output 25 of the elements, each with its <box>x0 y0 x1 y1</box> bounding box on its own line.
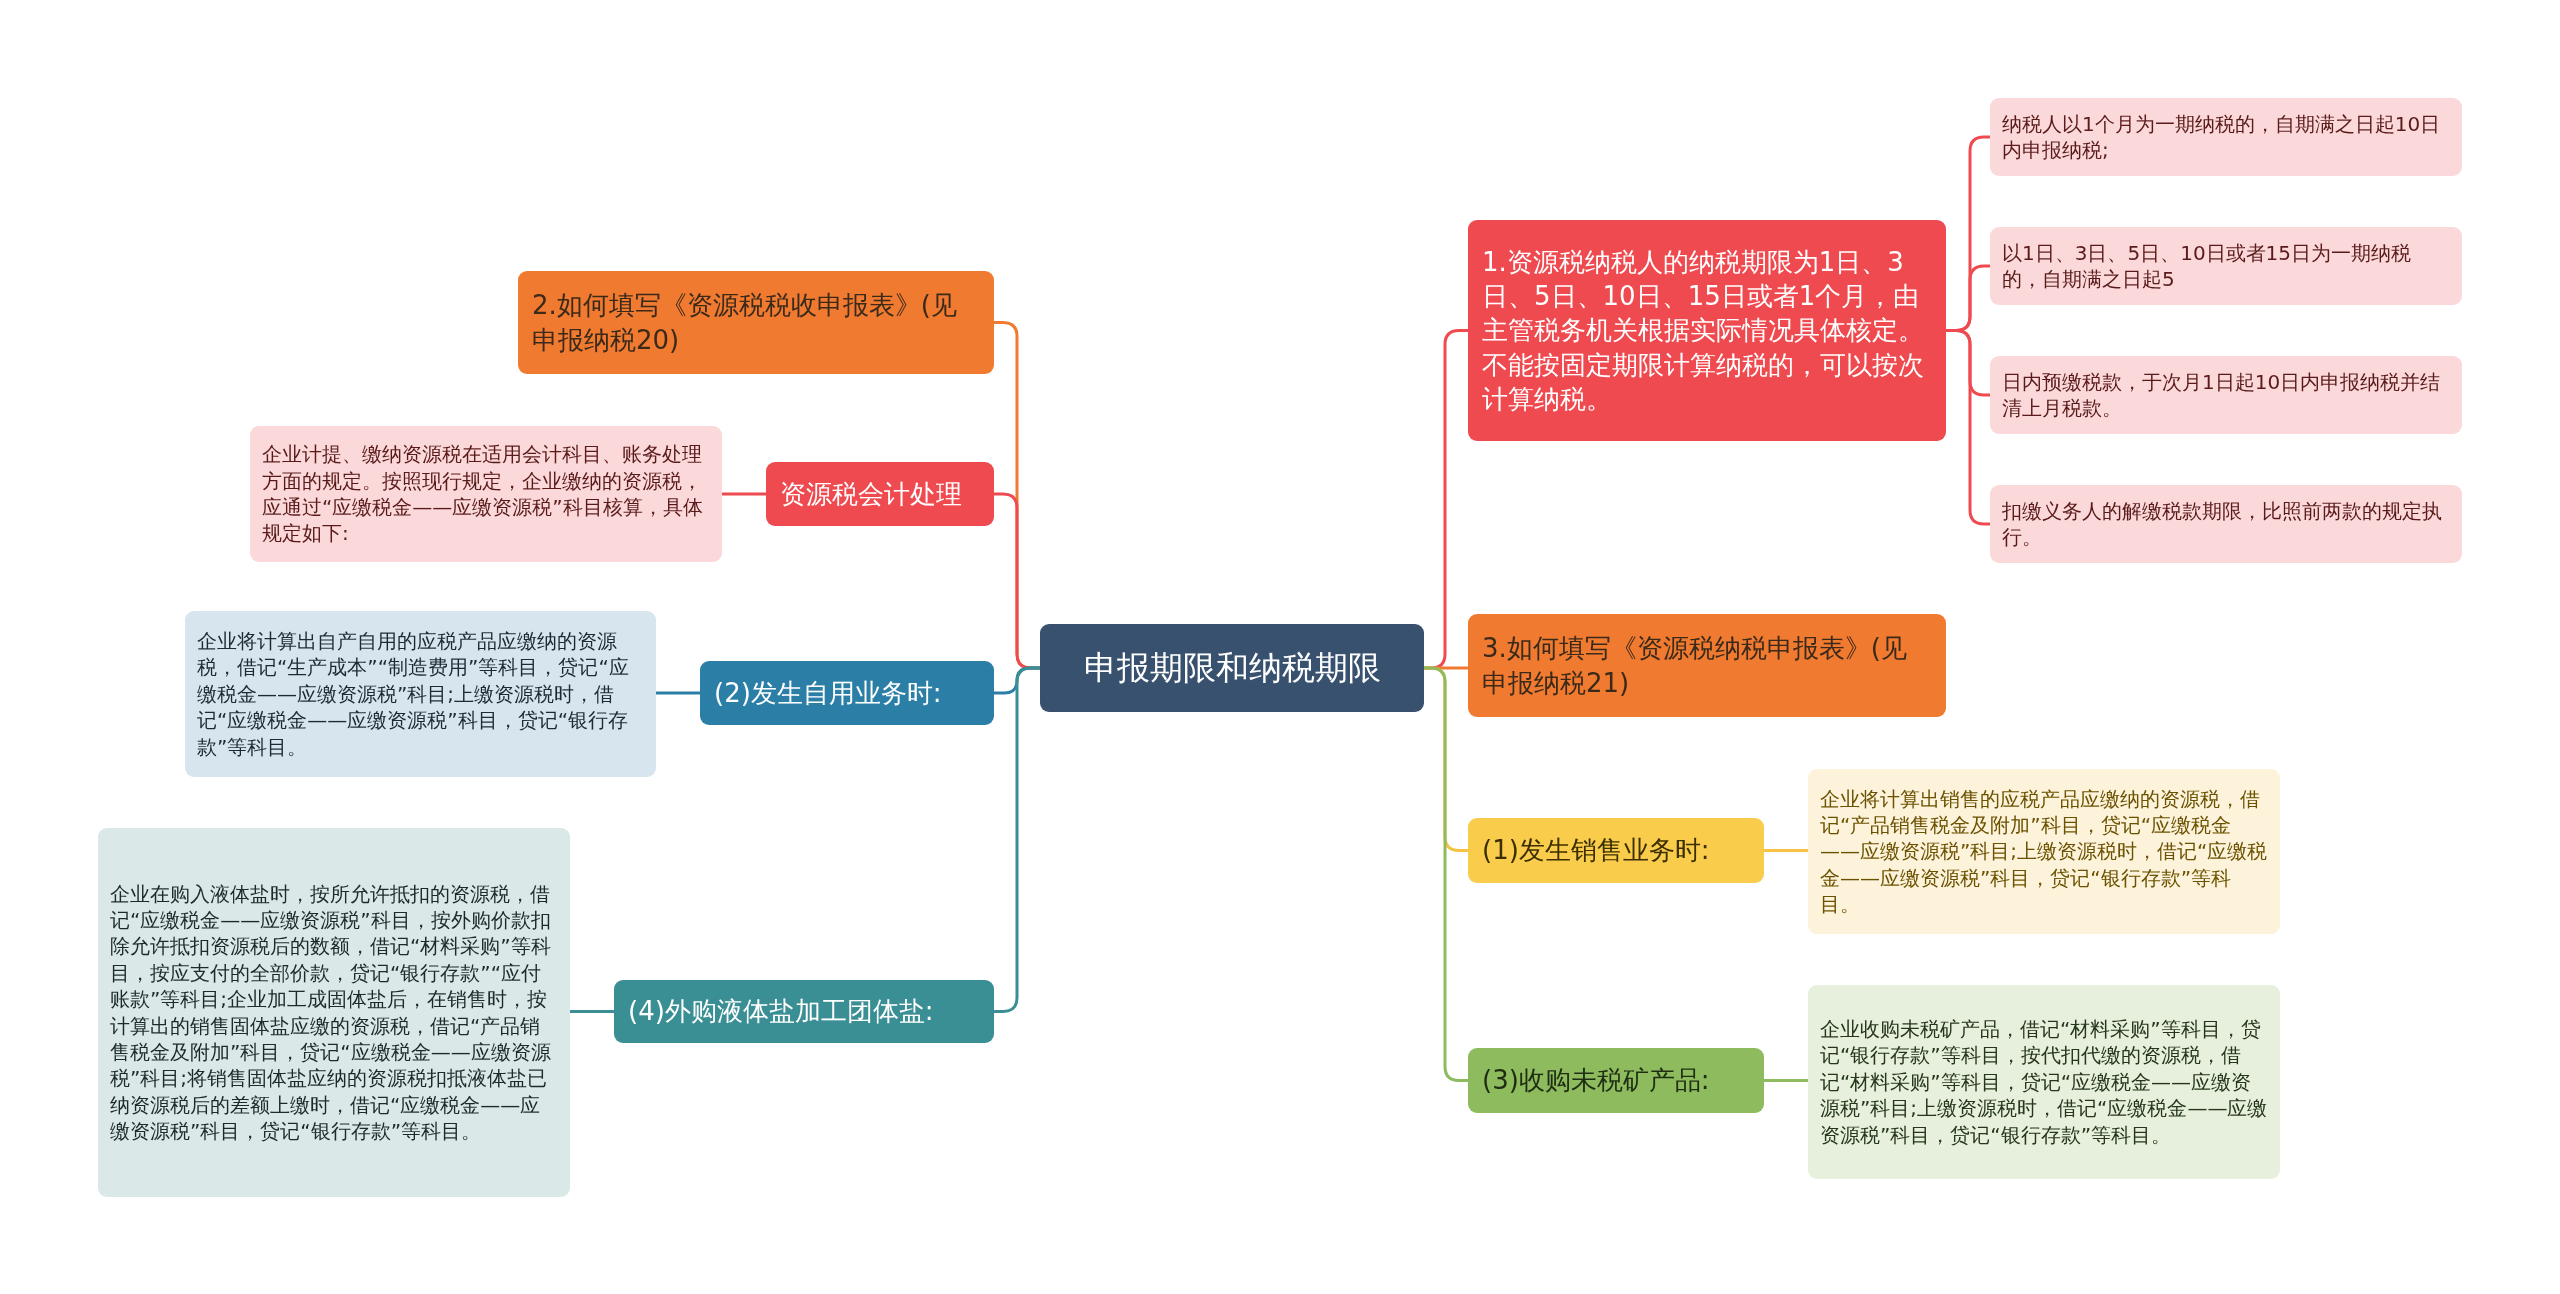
topic-box: (3)收购未税矿产品: <box>1468 1048 1764 1113</box>
note-box: 企业在购入液体盐时，按所允许抵扣的资源税，借记“应缴税金——应缴资源税”科目，按外购价款扣除允许抵扣资源税后的数额，借记“材料采购”等科目，按应支付的全部价款，贷记“银行存款”“应付账款”等科目;企业加工成固体盐后，在销售时，按计算出的销售固体盐应缴的资源税，借记“产品销售税金及附加”科目，贷记“应缴税金——应缴资源税”科目;将销售固体盐应纳的资源税扣抵液体盐已纳资源税后的差额上缴时，借记“应缴税金——应缴资源税”科目，贷记“银行存款”等科目。 <box>98 828 570 1197</box>
connector-line <box>994 666 1040 1013</box>
note-box: 以1日、3日、5日、10日或者15日为一期纳税的，自期满之日起5 <box>1990 227 2462 305</box>
topic-box: (1)发生销售业务时: <box>1468 818 1764 883</box>
note-box: 纳税人以1个月为一期纳税的，自期满之日起10日内申报纳税; <box>1990 98 2462 176</box>
connector-line <box>570 1010 614 1013</box>
note-box: 企业将计算出销售的应税产品应缴纳的资源税，借记“产品销售税金及附加”科目，贷记“应缴税金——应缴资源税”科目;上缴资源税时，借记“应缴税金——应缴资源税”科目，贷记“银行存款”等科目。 <box>1808 769 2280 934</box>
connector-line <box>1424 666 1468 1082</box>
topic-box: 2.如何填写《资源税税收申报表》(见申报纳税20) <box>518 271 994 374</box>
topic-box: 1.资源税纳税人的纳税期限为1日、3日、5日、10日、15日或者1个月，由主管税务机关根据实际情况具体核定。不能按固定期限计算纳税的，可以按次计算纳税。 <box>1468 220 1946 441</box>
connector-line <box>656 691 700 695</box>
note-box: 企业计提、缴纳资源税在适用会计科目、账务处理方面的规定。按照现行规定，企业缴纳的资源税，应通过“应缴税金——应缴资源税”科目核算，具体规定如下: <box>250 426 722 562</box>
topic-box: 3.如何填写《资源税纳税申报表》(见申报纳税21) <box>1468 614 1946 717</box>
note-box: 扣缴义务人的解缴税款期限，比照前两款的规定执行。 <box>1990 485 2462 563</box>
note-box: 日内预缴税款，于次月1日起10日内申报纳税并结清上月税款。 <box>1990 356 2462 434</box>
connector-line <box>722 492 766 496</box>
connector-line <box>1764 849 1808 852</box>
central-topic-box: 申报期限和纳税期限 <box>1040 624 1424 712</box>
topic-box: (4)外购液体盐加工团体盐: <box>614 980 994 1043</box>
connector-line <box>1764 1079 1808 1082</box>
note-box: 企业将计算出自产自用的应税产品应缴纳的资源税，借记“生产成本”“制造费用”等科目，贷记“应缴税金——应缴资源税”科目;上缴资源税时，借记“应缴税金——应缴资源税”科目，贷记“银行存款”等科目。 <box>185 611 656 777</box>
topic-box: 资源税会计处理 <box>766 462 994 526</box>
note-box: 企业收购未税矿产品，借记“材料采购”等科目，贷记“银行存款”等科目，按代扣代缴的资源税，借记“材料采购”等科目，贷记“应缴税金——应缴资源税”科目;上缴资源税时，借记“应缴税金——应缴资源税”科目，贷记“银行存款”等科目。 <box>1808 985 2280 1179</box>
topic-box: (2)发生自用业务时: <box>700 661 994 725</box>
